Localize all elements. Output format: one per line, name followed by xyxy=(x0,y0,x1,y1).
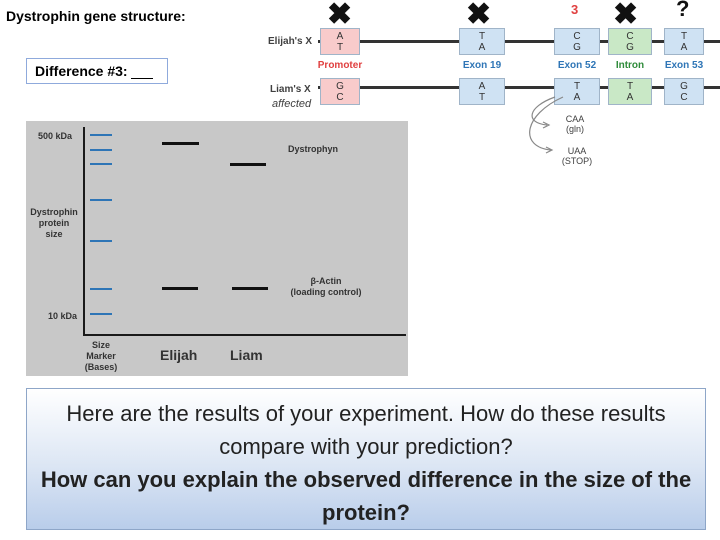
ladder-band xyxy=(90,134,112,136)
x-mark-icon: ✖ xyxy=(613,0,639,31)
number-marker: 3 xyxy=(571,2,579,17)
difference-box: Difference #3: xyxy=(26,58,168,84)
cell-base: T xyxy=(336,42,344,53)
size-top-label: 500 kDa xyxy=(38,131,73,141)
difference-blank xyxy=(131,66,154,79)
axis-label-line: size xyxy=(45,229,63,239)
ladder-band xyxy=(90,288,112,290)
codon-note-stop: UAA (STOP) xyxy=(560,146,594,166)
actin-label-line: (loading control) xyxy=(290,287,362,297)
actin-label-line: β-Actin xyxy=(310,276,342,286)
elijah-cell-3: C G xyxy=(554,28,600,55)
x-mark-icon: ✖ xyxy=(466,0,492,31)
marker-label-line: Size xyxy=(91,340,110,350)
region-label-exon19: Exon 19 xyxy=(462,60,502,71)
axis-label-line: Dystrophin xyxy=(30,207,78,217)
codon-text: CAA xyxy=(565,114,585,124)
cell-base: A xyxy=(573,92,581,103)
band-elijah-dystrophin xyxy=(162,142,199,145)
region-label-intron: Intron xyxy=(615,60,645,71)
callout-question-1: Here are the results of your experiment.… xyxy=(66,401,666,459)
region-label-exon53: Exon 53 xyxy=(664,60,704,71)
cell-base: T xyxy=(573,81,581,92)
cell-base: G xyxy=(336,81,344,92)
question-mark-icon: ? xyxy=(676,0,690,21)
axis-label-line: protein xyxy=(38,218,70,228)
codon-text: (STOP) xyxy=(561,156,593,166)
elijah-cell-4: C G xyxy=(608,28,652,55)
liam-cell-1: G C xyxy=(320,78,360,105)
marker-label-line: (Bases) xyxy=(84,362,118,372)
question-callout: Here are the results of your experiment.… xyxy=(26,388,706,530)
marker-label-line: Marker xyxy=(86,351,116,361)
elijah-cell-5: T A xyxy=(664,28,704,55)
size-bottom-label: 10 kDa xyxy=(48,311,78,321)
cell-base: G xyxy=(626,42,634,53)
affected-label: affected xyxy=(272,98,312,110)
codon-text: (gln) xyxy=(565,124,584,134)
cell-base: C xyxy=(336,92,344,103)
ladder-band xyxy=(90,199,112,201)
cell-base: T xyxy=(626,81,634,92)
western-blot-panel: 500 kDa 10 kDa Dystrophin protein size S… xyxy=(26,121,408,376)
liam-cell-5: G C xyxy=(664,78,704,105)
x-axis xyxy=(83,334,406,336)
page-title: Dystrophin gene structure: xyxy=(6,8,186,24)
liam-strand xyxy=(318,86,720,89)
cell-base: A xyxy=(478,42,486,53)
gene-map: Elijah's X Liam's X affected A T G C Pro… xyxy=(0,0,720,180)
liam-row-label: Liam's X xyxy=(270,84,311,95)
ladder-band xyxy=(90,240,112,242)
cell-base: A xyxy=(336,31,344,42)
codon-arrows xyxy=(529,96,564,154)
cell-base: A xyxy=(626,92,634,103)
axis-label: Dystrophin protein size xyxy=(26,207,82,240)
cell-base: C xyxy=(573,31,581,42)
ladder-band xyxy=(90,163,112,165)
band-liam-actin xyxy=(232,287,268,290)
region-label-exon52: Exon 52 xyxy=(557,60,597,71)
ladder-band xyxy=(90,313,112,315)
cell-base: T xyxy=(478,31,486,42)
cell-base: A xyxy=(680,42,688,53)
codon-note-gln: CAA (gln) xyxy=(560,114,590,134)
liam-cell-2: A T xyxy=(459,78,505,105)
cell-base: C xyxy=(680,92,688,103)
y-axis xyxy=(83,127,85,336)
elijah-row-label: Elijah's X xyxy=(268,36,313,47)
cell-base: G xyxy=(680,81,688,92)
cell-base: T xyxy=(478,92,486,103)
elijah-strand xyxy=(318,40,720,43)
ladder-band xyxy=(90,149,112,151)
lane-label-elijah: Elijah xyxy=(160,347,198,363)
band-liam-dystrophin xyxy=(230,163,266,166)
callout-question-2: How can you explain the observed differe… xyxy=(40,467,692,525)
difference-label: Difference #3: xyxy=(35,63,128,79)
lane-label-liam: Liam xyxy=(230,347,263,363)
liam-cell-4: T A xyxy=(608,78,652,105)
x-mark-icon: ✖ xyxy=(327,0,353,31)
codon-text: UAA xyxy=(567,146,587,156)
cell-base: T xyxy=(680,31,688,42)
band-elijah-actin xyxy=(162,287,198,290)
cell-base: G xyxy=(573,42,581,53)
liam-cell-3: T A xyxy=(554,78,600,105)
marker-label: Size Marker (Bases) xyxy=(78,340,124,373)
region-label-promoter: Promoter xyxy=(317,60,363,71)
dystrophin-band-label: Dystrophyn xyxy=(288,144,339,154)
elijah-cell-1: A T xyxy=(320,28,360,55)
cell-base: A xyxy=(478,81,486,92)
cell-base: C xyxy=(626,31,634,42)
actin-band-label: β-Actin (loading control) xyxy=(280,276,372,298)
elijah-cell-2: T A xyxy=(459,28,505,55)
